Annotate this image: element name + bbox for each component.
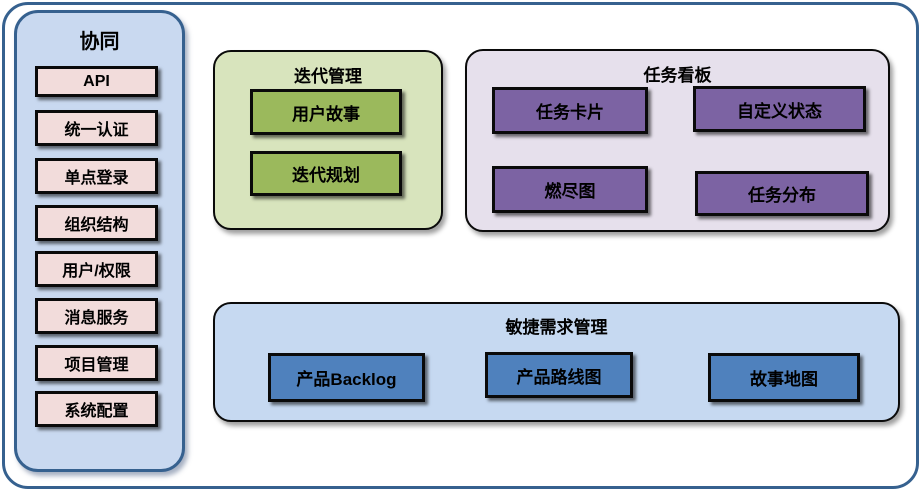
item-story-map: 故事地图 (708, 353, 860, 402)
sidebar-item-project-mgmt: 项目管理 (35, 345, 158, 381)
item-product-roadmap: 产品路线图 (485, 352, 633, 398)
item-task-distribution: 任务分布 (695, 171, 869, 216)
sidebar-item-sso: 单点登录 (35, 158, 158, 194)
item-burndown-chart: 燃尽图 (492, 166, 648, 213)
item-custom-status: 自定义状态 (693, 86, 866, 132)
sidebar-item-user-permission: 用户/权限 (35, 251, 158, 287)
panel-task-board: 任务看板 任务卡片 自定义状态 燃尽图 任务分布 (465, 49, 890, 232)
sidebar-item-unified-auth: 统一认证 (35, 110, 158, 146)
sidebar-title: 协同 (79, 31, 120, 53)
panel-iteration-title: 迭代管理 (294, 67, 362, 86)
sidebar-collaboration: 协同 API 统一认证 单点登录 组织结构 用户/权限 消息服务 项目管理 系统… (14, 10, 185, 472)
panel-task-board-title: 任务看板 (643, 66, 712, 85)
panel-iteration-mgmt: 迭代管理 用户故事 迭代规划 (213, 50, 443, 230)
item-task-card: 任务卡片 (492, 87, 648, 134)
sidebar-item-org-structure: 组织结构 (35, 205, 158, 241)
item-iteration-planning: 迭代规划 (250, 151, 402, 196)
sidebar-item-system-config: 系统配置 (35, 391, 158, 427)
item-product-backlog: 产品Backlog (268, 353, 425, 402)
panel-agile-title: 敏捷需求管理 (505, 318, 608, 337)
sidebar-item-api: API (35, 66, 158, 97)
sidebar-item-message-service: 消息服务 (35, 298, 158, 334)
panel-agile-requirement-mgmt: 敏捷需求管理 产品Backlog 产品路线图 故事地图 (213, 302, 900, 422)
item-user-story: 用户故事 (250, 89, 402, 135)
